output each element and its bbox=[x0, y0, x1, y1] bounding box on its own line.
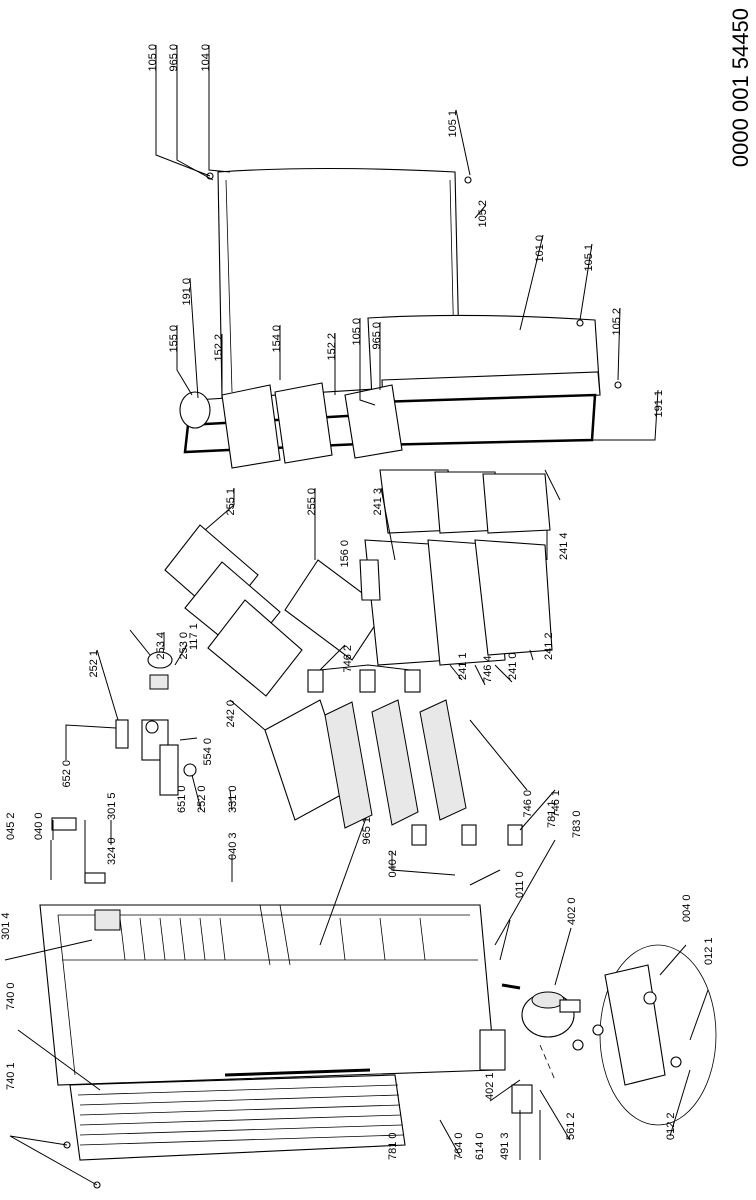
part-label: 241 1 bbox=[457, 652, 469, 680]
part-label: 781 0 bbox=[387, 1132, 399, 1160]
part-label: 004 0 bbox=[681, 894, 693, 922]
part-label: 301 5 bbox=[106, 792, 118, 820]
wire-shelf-3 bbox=[419, 699, 467, 821]
part-label: 101 0 bbox=[534, 235, 546, 263]
drawer-handle bbox=[359, 559, 381, 601]
part-label: 104 0 bbox=[200, 44, 212, 72]
control-assembly bbox=[51, 651, 197, 884]
refrigerator-cabinet bbox=[39, 904, 506, 1086]
part-labels: 105 0 965 0 104 0 105 1 105 2 191 0 101 … bbox=[0, 44, 715, 1160]
door-shelf-1 bbox=[221, 384, 281, 469]
part-label: 045 2 bbox=[5, 812, 17, 840]
wire-shelf-1 bbox=[324, 701, 373, 829]
condenser-coil bbox=[69, 1074, 406, 1161]
part-label: 105 2 bbox=[477, 200, 489, 228]
part-label: 040 2 bbox=[387, 850, 399, 878]
part-label: 253 0 bbox=[178, 632, 190, 660]
crisper-drawers bbox=[359, 469, 553, 666]
part-label: 040 3 bbox=[227, 832, 239, 860]
part-label: 241 4 bbox=[558, 532, 570, 560]
part-label: 965 1 bbox=[361, 817, 373, 845]
part-label: 746 0 bbox=[522, 790, 534, 818]
part-label: 241 0 bbox=[507, 652, 519, 680]
part-label: 241 2 bbox=[543, 632, 555, 660]
part-label: 402 0 bbox=[566, 897, 578, 925]
part-label: 301 4 bbox=[0, 912, 12, 940]
part-label: 152 2 bbox=[326, 333, 338, 361]
drawer-lid-3 bbox=[482, 473, 551, 534]
part-label: 105 1 bbox=[583, 244, 595, 272]
door-shelf-2 bbox=[274, 382, 333, 464]
lower-door-gasket bbox=[373, 393, 597, 447]
part-label: 652 0 bbox=[61, 760, 73, 788]
glass-shelves bbox=[164, 524, 386, 697]
part-label: 252 0 bbox=[196, 785, 208, 813]
part-label: 331 0 bbox=[227, 785, 239, 813]
part-label: 965 0 bbox=[168, 44, 180, 72]
part-label: 965 0 bbox=[371, 322, 383, 350]
part-label: 156 0 bbox=[339, 540, 351, 568]
part-label: 154 0 bbox=[271, 325, 283, 353]
control-panel bbox=[94, 909, 121, 931]
part-label: 554 0 bbox=[202, 738, 214, 766]
part-label: 241 3 bbox=[372, 488, 384, 516]
lamp-cover bbox=[51, 817, 77, 831]
part-label: 781 1 bbox=[546, 800, 558, 828]
part-label: 105 0 bbox=[351, 318, 363, 346]
condenser bbox=[63, 1068, 406, 1189]
compressor-group bbox=[501, 944, 717, 1126]
part-label: 242 0 bbox=[225, 700, 237, 728]
door-shelf-3 bbox=[344, 384, 403, 459]
leader-lines bbox=[4, 45, 709, 1186]
part-label: 012 2 bbox=[665, 1112, 677, 1140]
wire-shelf-2 bbox=[371, 699, 419, 826]
part-label: 324 0 bbox=[106, 837, 118, 865]
part-label: 614 0 bbox=[474, 1132, 486, 1160]
part-label: 764 0 bbox=[453, 1132, 465, 1160]
light-cover bbox=[147, 651, 173, 669]
part-label: 740 1 bbox=[5, 1062, 17, 1090]
cabinet-body bbox=[39, 904, 496, 1086]
part-label: 746 4 bbox=[482, 655, 494, 683]
part-label: 155 0 bbox=[168, 325, 180, 353]
part-label: 191 0 bbox=[181, 278, 193, 306]
egg-tray bbox=[179, 391, 211, 429]
wire-baskets bbox=[264, 669, 523, 846]
part-label: 255 1 bbox=[225, 488, 237, 516]
part-label: 011 0 bbox=[514, 871, 526, 898]
glass-shelf-3 bbox=[207, 599, 303, 697]
document-number: 0000 001 54450 bbox=[728, 8, 753, 167]
part-label: 191 1 bbox=[653, 390, 665, 418]
drain-tray bbox=[479, 1029, 506, 1071]
part-label: 746 1 bbox=[550, 790, 562, 818]
relay-box bbox=[511, 1084, 533, 1114]
part-label: 783 0 bbox=[571, 810, 583, 838]
part-label: 105 1 bbox=[447, 110, 459, 138]
part-label: 252 1 bbox=[88, 650, 100, 678]
part-label: 152 2 bbox=[213, 334, 225, 362]
part-label: 105 2 bbox=[611, 308, 623, 336]
door-shelves bbox=[179, 382, 403, 469]
part-label: 651 0 bbox=[176, 785, 188, 813]
part-label: 105 0 bbox=[147, 44, 159, 72]
part-label: 012 1 bbox=[703, 937, 715, 965]
part-label: 253 4 bbox=[155, 632, 167, 660]
base-plate bbox=[604, 964, 666, 1086]
part-label: 491 3 bbox=[499, 1132, 511, 1160]
thermostat-knob bbox=[183, 763, 197, 777]
part-label: 117 1 bbox=[188, 623, 200, 650]
crisper-drawer-3 bbox=[474, 539, 553, 656]
part-label: 746 2 bbox=[342, 645, 354, 673]
thermostat bbox=[159, 744, 179, 796]
lower-door-assembly bbox=[367, 314, 622, 447]
part-label: 561 2 bbox=[565, 1112, 577, 1140]
part-label: 040 0 bbox=[33, 812, 45, 840]
part-label: 255 0 bbox=[306, 488, 318, 516]
part-label: 402 1 bbox=[484, 1072, 496, 1100]
part-label: 740 0 bbox=[5, 982, 17, 1010]
